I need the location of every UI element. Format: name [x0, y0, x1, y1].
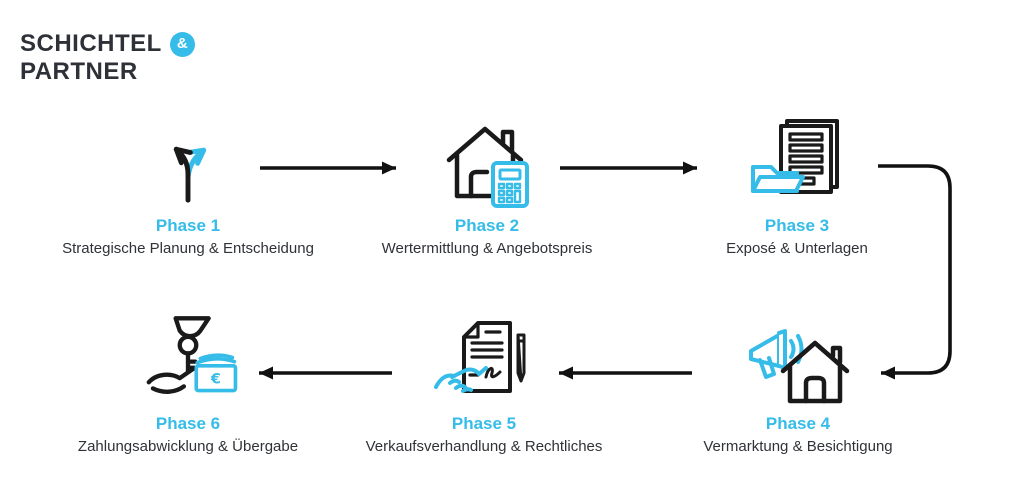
logo-ampersand-badge: & [169, 31, 195, 57]
phase-title: Wertermittlung & Angebotspreis [381, 240, 593, 257]
phase-2-block: Phase 2 Wertermittlung & Angebotspreis [337, 108, 637, 258]
phase-label: Phase 6 [155, 414, 221, 433]
fork-arrows-icon [38, 108, 338, 208]
phase-title: Zahlungsabwicklung & Übergabe [77, 438, 299, 455]
phase-label: Phase 3 [764, 216, 830, 235]
phase-1-block: Phase 1 Strategische Planung & Entscheid… [38, 108, 338, 258]
logo: SCHICHTEL & PARTNER [20, 30, 195, 86]
phase-label: Phase 4 [765, 414, 831, 433]
logo-text-line2: PARTNER [20, 58, 138, 85]
phase-5-block: Phase 5 Verkaufsverhandlung & Rechtliche… [334, 306, 634, 456]
contract-handshake-icon [334, 306, 634, 406]
phase-title: Vermarktung & Besichtigung [703, 438, 893, 455]
arrow-phase3-to-phase4 [878, 164, 952, 380]
phase-label: Phase 2 [454, 216, 520, 235]
euro-symbol: € [210, 371, 221, 387]
megaphone-house-icon [648, 306, 948, 406]
phase-6-block: € Phase 6 Zahlungsabwicklung & Übergabe [38, 306, 338, 456]
phase-title: Exposé & Unterlagen [726, 240, 868, 257]
phase-title: Verkaufsverhandlung & Rechtliches [365, 438, 603, 455]
phase-label: Phase 5 [451, 414, 517, 433]
documents-folder-icon [647, 108, 947, 208]
house-calculator-icon [337, 108, 637, 208]
phase-4-block: Phase 4 Vermarktung & Besichtigung [648, 306, 948, 456]
phase-title: Strategische Planung & Entscheidung [62, 240, 314, 257]
phase-3-block: Phase 3 Exposé & Unterlagen [647, 108, 947, 258]
logo-text-line1: SCHICHTEL [20, 30, 162, 57]
phase-label: Phase 1 [155, 216, 221, 235]
key-handover-icon: € [38, 306, 338, 406]
